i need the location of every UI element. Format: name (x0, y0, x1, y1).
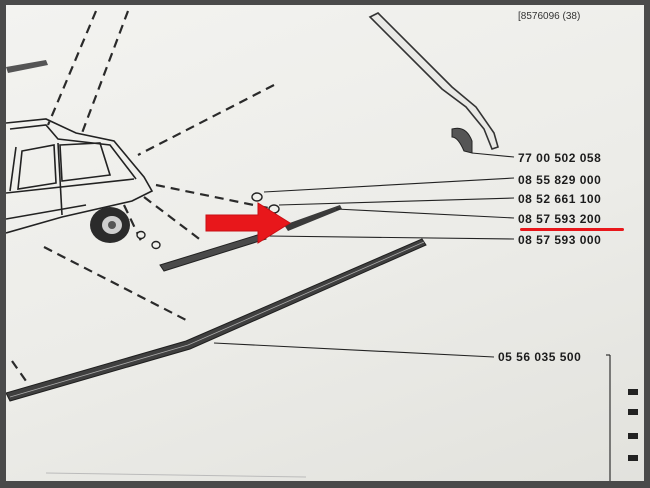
short-molding-lower (159, 232, 267, 272)
leader-lines (213, 152, 611, 481)
highlight-arrow-icon (205, 202, 291, 244)
highlight-underline (520, 228, 624, 231)
car-outline (6, 118, 154, 234)
document-reference: [8576096 (38) (518, 11, 581, 22)
part-number-05-56-035-500: 05 56 035 500 (498, 350, 582, 364)
part-number-08-57-593-200: 08 57 593 200 (518, 212, 602, 226)
molding-end-cap (451, 127, 473, 154)
rear-molding (368, 12, 499, 150)
short-molding-upper (284, 205, 342, 231)
catalog-page: [8576096 (38) 77 00 502 058 08 55 829 00… (6, 5, 644, 481)
part-number-08-55-829-000: 08 55 829 000 (518, 173, 602, 187)
part-number-77-00-502-058: 77 00 502 058 (518, 151, 602, 165)
bracket-clips (628, 389, 638, 461)
car-wheel (90, 207, 130, 243)
long-side-molding (6, 238, 427, 402)
exploded-view-drawing (6, 10, 638, 481)
part-number-08-57-593-000: 08 57 593 000 (518, 233, 602, 247)
part-number-08-52-661-100: 08 52 661 100 (518, 192, 602, 206)
clip-group (136, 192, 280, 250)
roof-trim-piece (6, 60, 48, 73)
